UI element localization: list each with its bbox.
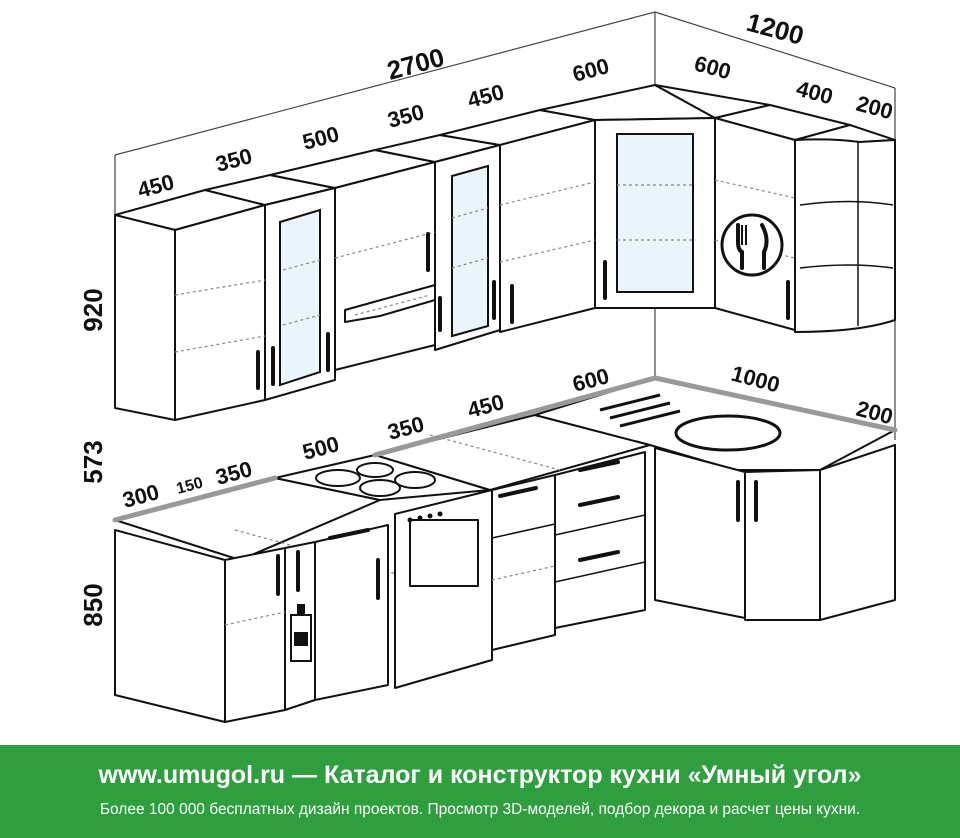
dim-upper-5: 450 <box>465 79 507 113</box>
kitchen-diagram: 2700 1200 450 350 500 350 450 600 600 40… <box>78 7 898 723</box>
dim-upper-6: 600 <box>570 53 612 87</box>
banner-title[interactable]: www.umugol.ru — Каталог и конструктор ку… <box>98 761 862 789</box>
footer-banner: www.umugol.ru — Каталог и конструктор ку… <box>0 745 960 838</box>
dim-height-lower: 850 <box>78 583 108 626</box>
dim-top-total: 2700 <box>384 42 448 86</box>
range-hood <box>344 284 436 323</box>
dim-counter-6: 450 <box>465 389 507 423</box>
dim-counter-5: 350 <box>385 411 427 445</box>
cutlery-icon <box>720 213 784 277</box>
upper-cabinets <box>114 84 896 421</box>
lower-cabinets <box>114 444 896 723</box>
upper-glass-door-corner <box>616 133 694 293</box>
upper-glass-door-1 <box>279 208 321 387</box>
hob <box>315 462 436 497</box>
dim-counter-8: 1000 <box>729 361 783 398</box>
bottle-icon <box>290 604 312 662</box>
dim-upper-7: 600 <box>692 51 734 85</box>
dim-upper-9: 200 <box>854 91 896 125</box>
dim-counter-4: 500 <box>300 431 342 465</box>
dim-upper-1: 450 <box>135 169 177 203</box>
dim-upper-3: 500 <box>300 121 342 155</box>
dim-height-upper: 920 <box>78 288 108 331</box>
sink <box>599 393 782 452</box>
dim-upper-4: 350 <box>385 99 427 133</box>
banner-subtitle: Более 100 000 бесплатных дизайн проектов… <box>99 801 861 818</box>
dim-height-gap: 573 <box>78 440 108 483</box>
dim-upper-8: 400 <box>794 76 836 110</box>
upper-cabinet-450 <box>114 214 176 421</box>
dim-upper-2: 350 <box>213 143 255 177</box>
dim-counter-2: 150 <box>175 475 205 498</box>
dim-top-corner: 1200 <box>743 7 807 51</box>
upper-glass-door-2 <box>451 164 489 338</box>
